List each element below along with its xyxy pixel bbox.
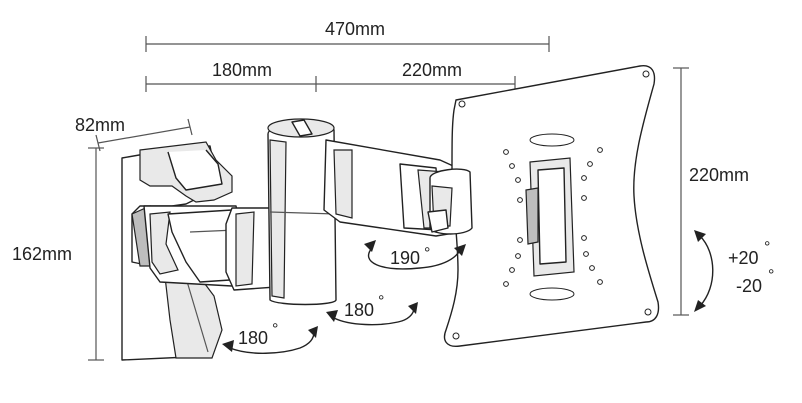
- tilt-label-down: -20: [736, 276, 762, 296]
- degree-mark-up: °: [764, 239, 770, 256]
- dimension-162: 162mm: [12, 147, 104, 361]
- dimension-180-220: 180mm 220mm: [145, 60, 516, 92]
- vesa-plate: [443, 65, 660, 347]
- middle-joint: [267, 118, 337, 306]
- dim-label-220-arm: 220mm: [402, 60, 462, 80]
- degree-mark-down: °: [768, 267, 774, 284]
- dim-label-220-plate: 220mm: [689, 165, 749, 185]
- wall-arm-joint: [143, 205, 241, 287]
- dim-label-470: 470mm: [325, 19, 385, 39]
- dim-label-180: 180mm: [212, 60, 272, 80]
- dimension-220-plate: 220mm: [673, 67, 749, 316]
- rotation-label-190: 190: [390, 248, 420, 268]
- tilt-label-up: +20: [728, 248, 759, 268]
- vesa-holes: [503, 147, 603, 287]
- degree-mark-180-wall: °: [272, 321, 278, 338]
- rotation-180-wall: 180 °: [222, 321, 318, 354]
- rotation-190: 190 °: [364, 240, 466, 270]
- rotation-180-arm: 180 °: [326, 293, 418, 326]
- rotation-label-180-arm: 180: [344, 300, 374, 320]
- head-joint: [427, 168, 473, 235]
- wall-plate: [121, 141, 233, 361]
- rotation-label-180-wall: 180: [238, 328, 268, 348]
- degree-mark-190: °: [424, 245, 430, 262]
- dimension-82: 82mm: [75, 115, 193, 152]
- dimension-470: 470mm: [145, 19, 550, 52]
- dim-label-82: 82mm: [75, 115, 125, 135]
- dim-label-162: 162mm: [12, 244, 72, 264]
- tilt-arrow: +20 ° -20 °: [694, 230, 774, 312]
- degree-mark-180-arm: °: [378, 293, 384, 310]
